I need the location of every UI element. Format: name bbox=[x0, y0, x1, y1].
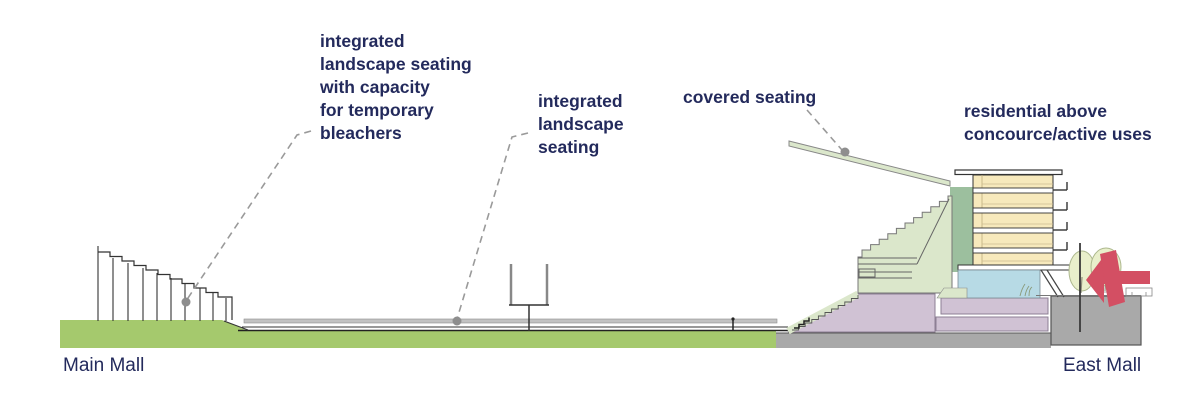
leader-covered bbox=[806, 109, 843, 151]
goal-post bbox=[509, 264, 549, 331]
terraces bbox=[787, 293, 1049, 333]
grandstand bbox=[857, 195, 953, 294]
leader-bleachers bbox=[185, 130, 312, 302]
concourse-green-wedge bbox=[936, 287, 968, 299]
concourse-band bbox=[950, 187, 973, 272]
residential-annotation: residential above concource/active uses bbox=[964, 101, 1152, 144]
roof-slab bbox=[954, 169, 1063, 176]
leader-lines bbox=[185, 109, 843, 320]
landscape-seating-annotation: integrated landscape seating bbox=[538, 91, 624, 157]
residential-building bbox=[954, 169, 1071, 271]
field-green-berm bbox=[60, 320, 776, 348]
canopy-roof bbox=[788, 140, 951, 187]
grandstand-body bbox=[857, 195, 953, 294]
landscape-seating-band bbox=[243, 318, 778, 324]
terrace-bank bbox=[787, 293, 936, 333]
building-rail-lines bbox=[982, 183, 1053, 262]
streetscape bbox=[1036, 243, 1153, 332]
terrace-band-upper bbox=[940, 297, 1049, 315]
bleachers bbox=[97, 246, 233, 321]
main-mall-label: Main Mall bbox=[63, 355, 145, 376]
bleacher-steps bbox=[98, 251, 233, 320]
balcony-brackets bbox=[1053, 182, 1068, 251]
podium-slab bbox=[957, 264, 1071, 271]
bank-step-line bbox=[792, 295, 859, 331]
entry-arrow-icon bbox=[1086, 250, 1150, 307]
east-mall-label: East Mall bbox=[1063, 355, 1142, 376]
bank-steps bbox=[786, 290, 860, 335]
grandstand-structure-lines bbox=[858, 198, 950, 279]
plant-sketch bbox=[1019, 283, 1033, 297]
covered-seating-annotation: covered seating bbox=[683, 87, 817, 107]
east-mall-block bbox=[1050, 295, 1142, 346]
terrace-band-lower bbox=[935, 316, 1049, 332]
bank-stair-detail bbox=[794, 317, 810, 329]
concourse-glass-box bbox=[957, 269, 1041, 299]
bleachers-annotation: integrated landscape seating with capaci… bbox=[320, 31, 472, 143]
bleacher-posts bbox=[97, 246, 227, 321]
strut-lines bbox=[1040, 269, 1065, 298]
field bbox=[60, 317, 790, 348]
leader-landscape bbox=[456, 132, 529, 320]
berm-transition-line bbox=[223, 320, 249, 331]
figure-tick-head bbox=[731, 317, 735, 321]
ground-strip bbox=[776, 333, 1051, 348]
glass-concourse bbox=[936, 269, 1065, 299]
tree-trunk bbox=[1080, 276, 1083, 294]
leader-dots bbox=[181, 147, 850, 326]
